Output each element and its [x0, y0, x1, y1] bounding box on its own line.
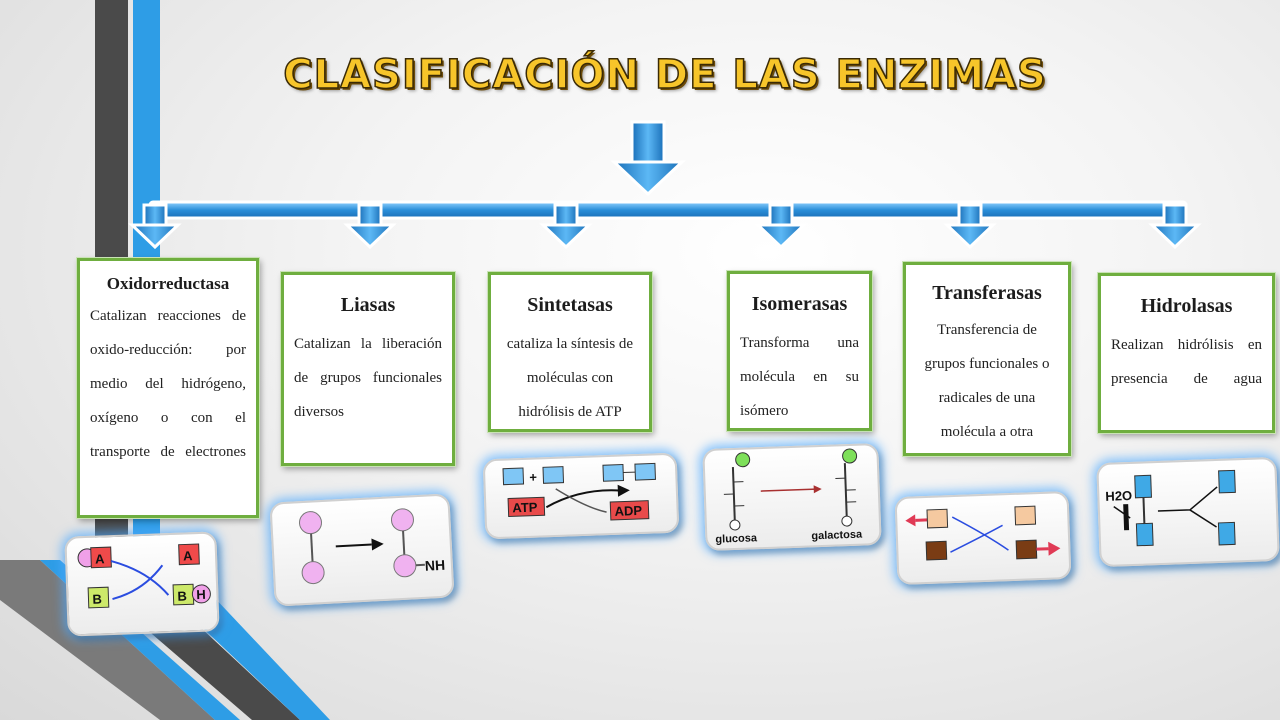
branch-arrow-6 — [1148, 203, 1202, 250]
image-isomerasa: glucosa galactosa — [702, 442, 882, 552]
label-h2o: H2O — [1105, 488, 1132, 504]
image-hidrolasa: H2O — [1096, 456, 1280, 568]
branch-arrows — [128, 203, 1202, 250]
box-title: Transferasas — [932, 282, 1042, 304]
branch-arrow-5 — [943, 203, 997, 250]
box-description: cataliza la síntesis de moléculas con hi… — [506, 336, 634, 420]
connector-bar — [148, 200, 1188, 220]
image-sintetasa: + ATP ADP — [482, 452, 680, 540]
page-title: Clasificación de las enzimas — [282, 51, 1047, 99]
label-galactosa: galactosa — [811, 529, 863, 543]
label-h: H — [196, 587, 206, 602]
label-atp: ATP — [512, 500, 538, 516]
box-oxidorreductasa: Oxidorreductasa Catalizan reacciones de … — [77, 258, 259, 518]
box-title: Liasas — [340, 294, 396, 316]
box-description: Catalizan reacciones de oxido-reducción:… — [90, 308, 246, 460]
box-transferasas: Transferasas Transferencia de grupos fun… — [903, 262, 1071, 456]
label-b: B — [92, 591, 102, 606]
label-glucosa: glucosa — [715, 532, 758, 545]
image-oxidorreductasa: A B A B H — [64, 531, 220, 637]
box-liasas: Liasas Catalizan la liberación de grupos… — [281, 272, 455, 466]
branch-arrow-4 — [754, 203, 808, 250]
box-description: Catalizan la liberación de grupos funcio… — [294, 336, 442, 420]
box-sintetasas: Sintetasas cataliza la síntesis de moléc… — [488, 272, 652, 432]
label-adp: ADP — [614, 503, 642, 519]
box-isomerasas: Isomerasas Transforma una molécula en su… — [727, 271, 872, 431]
box-description: Realizan hidrólisis en presencia de agua — [1111, 337, 1262, 387]
box-hidrolasas: Hidrolasas Realizan hidrólisis en presen… — [1098, 273, 1275, 433]
image-transferasa — [894, 490, 1072, 586]
stripe-dark — [95, 0, 300, 720]
box-title: Oxidorreductasa — [106, 274, 230, 293]
stripe-gray — [0, 560, 215, 720]
box-title: Isomerasas — [751, 293, 848, 315]
box-description: Transferencia de grupos funcionales o ra… — [924, 322, 1050, 440]
box-description: Transforma una molécula en su isómero — [740, 335, 859, 419]
label-plus: + — [529, 470, 538, 485]
branch-arrow-3 — [539, 203, 593, 250]
main-arrow — [610, 120, 686, 197]
label-b-product: B — [177, 588, 187, 603]
label-a-product: A — [183, 548, 194, 563]
box-title: Sintetasas — [527, 294, 613, 316]
branch-arrow-2 — [343, 203, 397, 250]
branch-arrow-1 — [128, 203, 182, 250]
stripe-blue — [133, 0, 330, 720]
box-title: Hidrolasas — [1140, 295, 1233, 317]
image-liasa: NH — [269, 493, 455, 607]
label-nh: NH — [424, 557, 445, 574]
label-a: A — [95, 551, 106, 566]
